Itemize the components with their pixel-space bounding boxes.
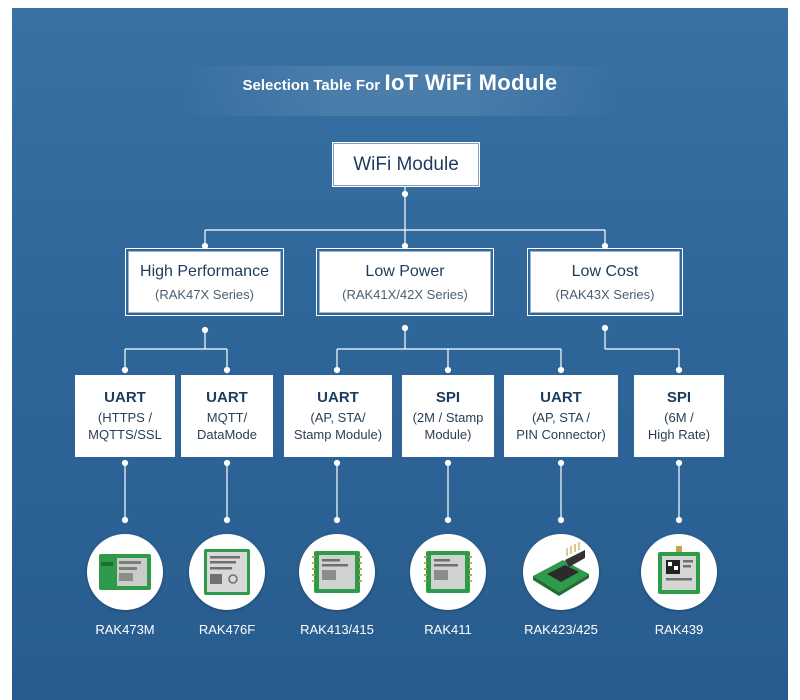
- diagram-canvas: Selection Table For IoT WiFi Module: [12, 8, 788, 700]
- interface-uart-stamp: UART (AP, STA/ Stamp Module): [284, 375, 392, 457]
- product-image-rak439: [641, 534, 717, 610]
- product-image-rak423-425: [523, 534, 599, 610]
- product-label: RAK473M: [95, 622, 155, 637]
- interface-name: UART: [104, 389, 146, 406]
- product-label: RAK476F: [198, 622, 256, 637]
- interface-name: UART: [206, 389, 248, 406]
- interface-spi-6m: SPI (6M / High Rate): [634, 375, 724, 457]
- title-band: [182, 66, 618, 116]
- cat1-dot: [201, 242, 209, 250]
- product-image-rak476f: [189, 534, 265, 610]
- interface-desc: (AP, STA / PIN Connector): [516, 410, 606, 442]
- interface-name: UART: [317, 389, 359, 406]
- interface-spi-2m: SPI (2M / Stamp Module): [402, 375, 494, 457]
- category-low-power: Low Power (RAK41X/42X Series): [316, 248, 494, 316]
- title-prefix: Selection Table: [242, 77, 352, 94]
- root-node: WiFi Module: [333, 143, 479, 186]
- category-name: High Performance: [140, 262, 269, 280]
- root-label: WiFi Module: [353, 153, 459, 175]
- interface-desc: (6M / High Rate): [647, 410, 711, 442]
- interface-name: SPI: [666, 389, 692, 406]
- title-main: IoT WiFi Module: [384, 70, 558, 95]
- interface-desc: (HTTPS / MQTTS/SSL: [88, 410, 162, 442]
- module-board-icon: [99, 554, 151, 590]
- module-board-icon: [658, 546, 700, 594]
- interface-uart-mqtt: UART MQTT/ DataMode: [181, 375, 273, 457]
- interface-desc: (AP, STA/ Stamp Module): [293, 410, 383, 442]
- module-board-icon: [204, 549, 250, 595]
- category-series: (RAK47X Series): [155, 286, 254, 302]
- product-label: RAK439: [654, 622, 704, 637]
- product-connectors: [121, 459, 683, 524]
- interface-desc: (2M / Stamp Module): [412, 410, 484, 442]
- module-board-icon: [533, 542, 589, 596]
- product-label: RAK413/415: [300, 622, 374, 637]
- category-series: (RAK43X Series): [555, 286, 655, 302]
- interface-name: UART: [540, 389, 582, 406]
- diagram-title: Selection Table For IoT WiFi Module: [12, 70, 788, 96]
- module-board-icon: [424, 551, 472, 593]
- product-image-rak411: [410, 534, 486, 610]
- interface-uart-pin: UART (AP, STA / PIN Connector): [504, 375, 618, 457]
- interface-uart-https: UART (HTTPS / MQTTS/SSL: [75, 375, 175, 457]
- product-image-rak473m: [87, 534, 163, 610]
- product-label: RAK411: [424, 622, 472, 637]
- module-board-icon: [312, 551, 362, 593]
- category-series: (RAK41X/42X Series): [342, 286, 468, 302]
- category-name: Low Power: [365, 262, 445, 280]
- product-image-rak413-415: [299, 534, 375, 610]
- title-for: For: [355, 77, 381, 94]
- category-low-cost: Low Cost (RAK43X Series): [527, 248, 683, 316]
- root-dot: [401, 190, 409, 198]
- cat2-dot: [401, 242, 409, 250]
- category-high-performance: High Performance (RAK47X Series): [125, 248, 284, 316]
- cat3-dot: [601, 242, 609, 250]
- connector-lines: [121, 186, 683, 524]
- category-name: Low Cost: [571, 262, 639, 280]
- product-label: RAK423/425: [524, 622, 598, 637]
- interface-desc: MQTT/ DataMode: [197, 410, 257, 442]
- interface-name: SPI: [435, 389, 461, 406]
